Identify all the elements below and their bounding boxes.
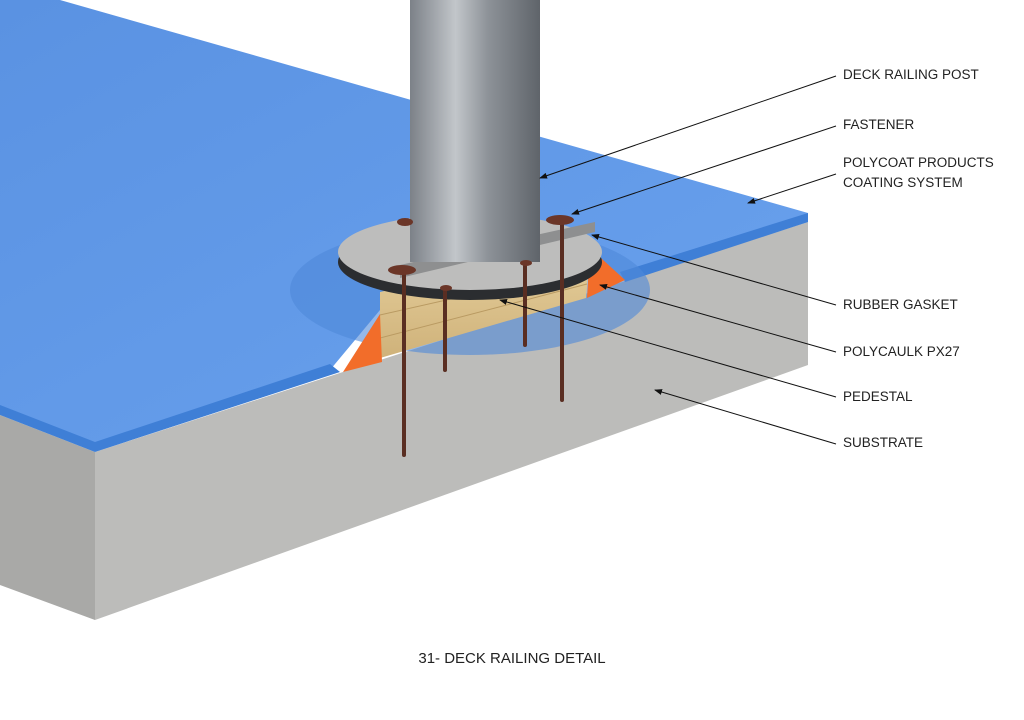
coating-edge: [0, 364, 340, 452]
label-polycaulk: POLYCAULK PX27: [843, 344, 960, 359]
label-coating-line2: COATING SYSTEM: [843, 175, 963, 190]
coating-edge-right: [620, 213, 808, 282]
label-coating-line1: POLYCOAT PRODUCTS: [843, 155, 994, 170]
figure-caption: 31- DECK RAILING DETAIL: [418, 650, 606, 667]
caulk-left: [343, 314, 382, 372]
substrate-right-face: [95, 222, 808, 620]
leader-lines: [499, 75, 837, 445]
label-substrate: SUBSTRATE: [843, 435, 924, 450]
fasteners: [402, 220, 564, 457]
substrate-left-face: [0, 415, 95, 620]
label-fastener: FASTENER: [843, 117, 915, 132]
label-rubber-gasket: RUBBER GASKET: [843, 297, 958, 312]
label-deck-railing-post: DECK RAILING POST: [843, 67, 979, 82]
railing-post: [410, 0, 540, 262]
label-pedestal: PEDESTAL: [843, 389, 913, 404]
